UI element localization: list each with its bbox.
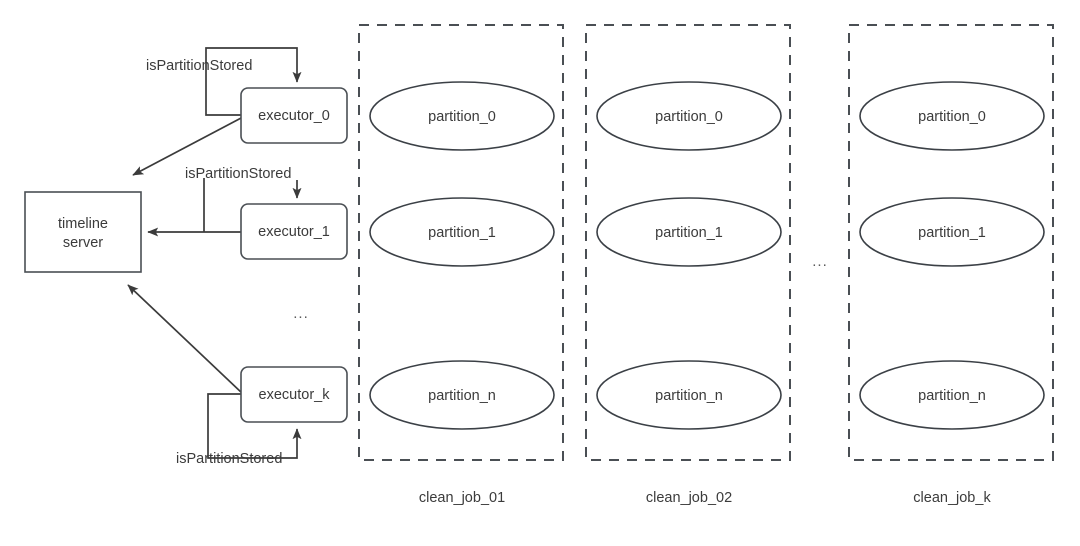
partition-label: partition_0 [655,109,723,125]
executor-0-label: executor_0 [258,108,330,124]
node-partition-1-job-01[interactable]: partition_1 [369,197,555,267]
edge-executor-k-to-server [127,284,244,395]
node-executor-1[interactable]: executor_1 [240,203,348,260]
node-partition-1-job-02[interactable]: partition_1 [596,197,782,267]
node-partition-n-job-01[interactable]: partition_n [369,360,555,430]
edge-executor-k-loop [207,393,302,459]
executor-list-ellipsis: ... [293,305,309,322]
node-executor-k[interactable]: executor_k [240,366,348,423]
node-timeline-server[interactable]: timeline server [24,191,142,273]
group-clean-job-02[interactable]: partition_0 partition_1 partition_n clea… [585,24,791,506]
clean-job-02-label: clean_job_02 [646,490,732,506]
partition-label: partition_n [428,388,496,404]
clean-job-01-label: clean_job_01 [419,490,505,506]
job-group-ellipsis: ... [812,253,828,270]
node-partition-0-job-k[interactable]: partition_0 [859,81,1045,151]
executor-k-label: executor_k [259,387,331,403]
partition-label: partition_1 [655,225,723,241]
node-partition-n-job-k[interactable]: partition_n [859,360,1045,430]
partition-label: partition_0 [428,109,496,125]
node-partition-n-job-02[interactable]: partition_n [596,360,782,430]
edge-label-is-partition-stored-k: isPartitionStored [176,451,282,467]
partition-label: partition_0 [918,109,986,125]
edge-label-is-partition-stored-1: isPartitionStored [185,166,291,182]
node-partition-0-job-01[interactable]: partition_0 [369,81,555,151]
edge-executor-0-loop [205,47,302,116]
node-executor-0[interactable]: executor_0 [240,87,348,144]
timeline-server-label-line1: timeline [58,216,108,232]
node-partition-0-job-02[interactable]: partition_0 [596,81,782,151]
partition-label: partition_1 [428,225,496,241]
partition-label: partition_n [655,388,723,404]
timeline-server-label-line2: server [63,235,103,251]
executor-1-label: executor_1 [258,224,330,240]
partition-label: partition_n [918,388,986,404]
group-clean-job-k[interactable]: partition_0 partition_1 partition_n clea… [848,24,1054,506]
group-clean-job-01[interactable]: partition_0 partition_1 partition_n clea… [358,24,564,506]
clean-job-k-label: clean_job_k [913,490,991,506]
partition-label: partition_1 [918,225,986,241]
edge-executor-0-to-server [132,116,244,176]
edge-executor-1-to-server [147,178,241,237]
node-partition-1-job-k[interactable]: partition_1 [859,197,1045,267]
edge-label-is-partition-stored-0: isPartitionStored [146,58,252,74]
